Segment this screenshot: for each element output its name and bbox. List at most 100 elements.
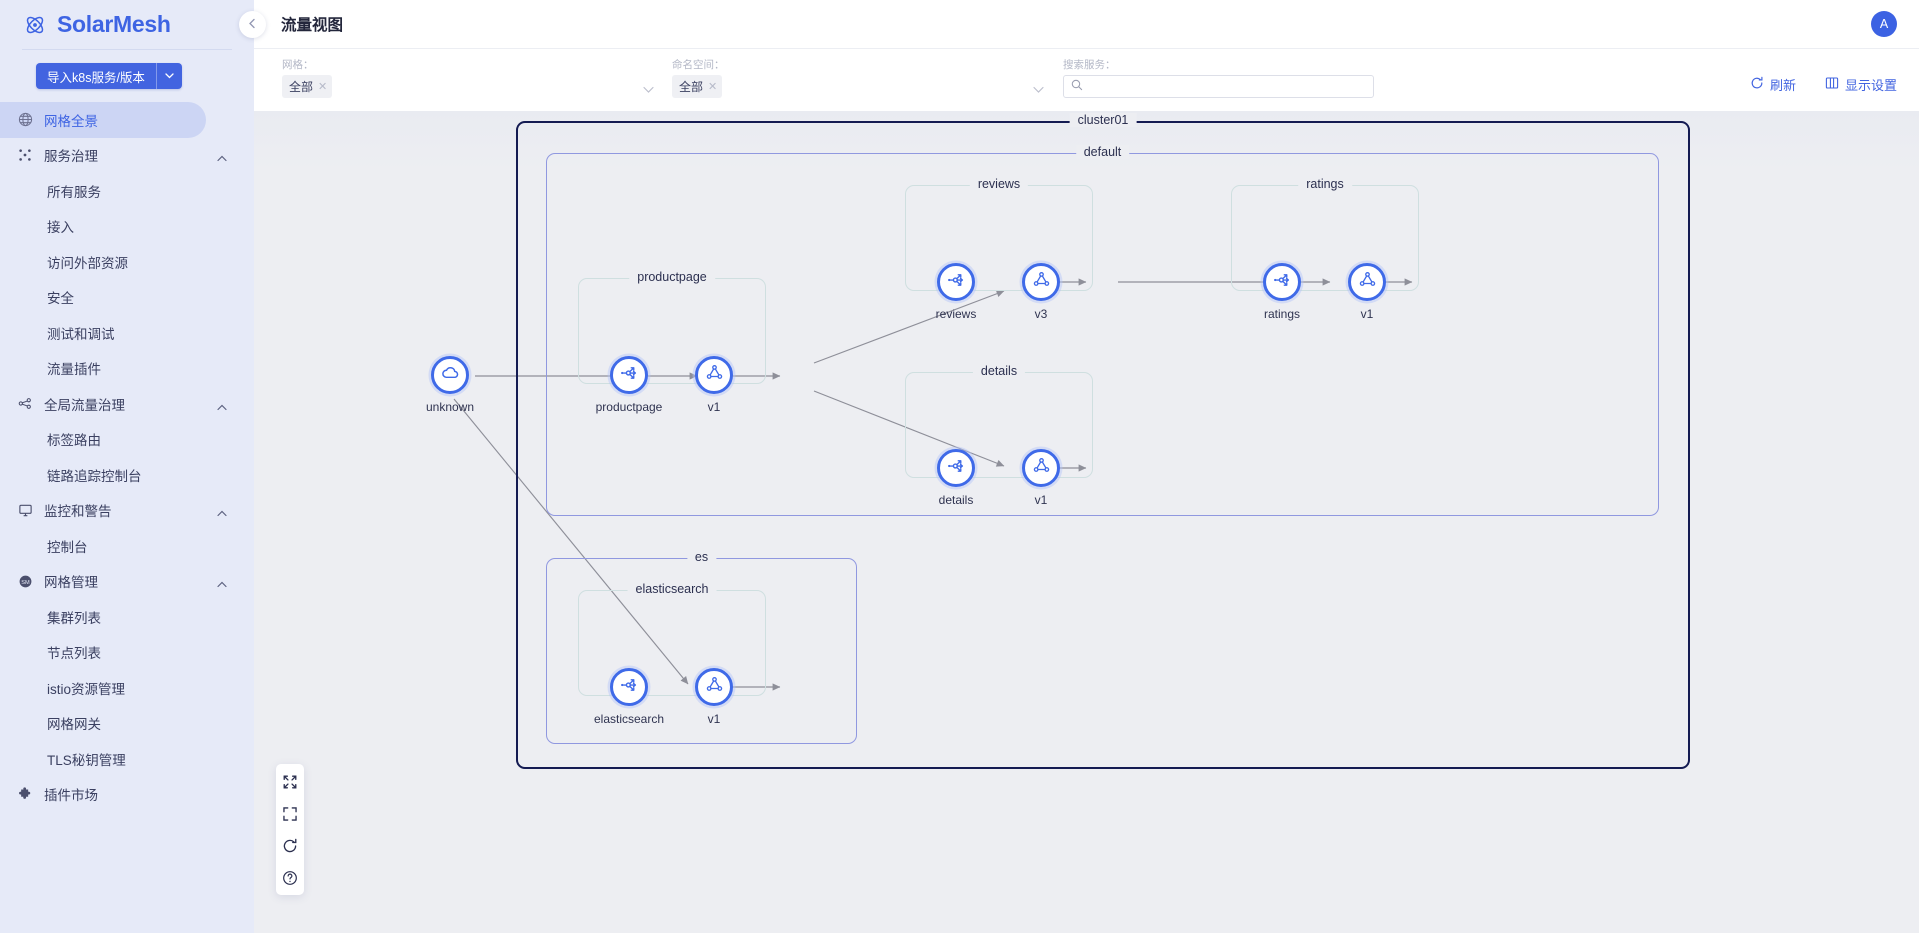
avatar[interactable]: A	[1871, 11, 1897, 37]
traffic-flow-icon	[17, 396, 33, 412]
service-box-reviews[interactable]: reviews	[905, 177, 1093, 291]
sidebar-item-global-traffic[interactable]: 全局流量治理	[0, 386, 254, 422]
graph-node-unknown[interactable]: unknown	[426, 356, 474, 414]
node-label: v3	[1034, 307, 1048, 321]
node-circle[interactable]	[1263, 263, 1301, 301]
graph-node-reviews[interactable]: reviews	[933, 263, 979, 321]
graph-node-productpage-v1[interactable]: v1	[691, 356, 737, 414]
chevron-up-icon[interactable]	[217, 150, 227, 162]
close-small-icon[interactable]: ✕	[318, 81, 328, 93]
cluster-label: cluster01	[1069, 113, 1137, 127]
graph-node-elasticsearch[interactable]: elasticsearch	[594, 668, 664, 726]
node-circle[interactable]	[695, 356, 733, 394]
sidebar-item-all-services[interactable]: 所有服务	[0, 173, 254, 209]
refresh-button[interactable]: 刷新	[1750, 75, 1796, 94]
sidebar-item-label: 网格全景	[44, 113, 98, 129]
graph-node-ratings[interactable]: ratings	[1259, 263, 1305, 321]
sidebar-item-label: 访问外部资源	[47, 255, 128, 271]
sidebar-item-tracing-console[interactable]: 链路追踪控制台	[0, 457, 254, 493]
chevron-down-icon[interactable]	[1033, 81, 1044, 93]
sidebar-item-label: istio资源管理	[47, 681, 126, 697]
topology-canvas[interactable]: cluster01 default es productpage reviews…	[254, 111, 1919, 933]
chevron-up-icon[interactable]	[217, 505, 227, 517]
service-fanout-icon	[618, 674, 640, 701]
sidebar-item-plugin-market[interactable]: 插件市场	[0, 777, 254, 813]
search-input-wrap[interactable]	[1063, 75, 1374, 98]
sidebar-item-traffic-plugins[interactable]: 流量插件	[0, 351, 254, 387]
cluster-box-cluster01[interactable]: cluster01	[516, 113, 1690, 769]
node-circle[interactable]	[695, 668, 733, 706]
node-circle[interactable]	[431, 356, 469, 394]
graph-node-details[interactable]: details	[933, 449, 979, 507]
node-label: elasticsearch	[593, 712, 665, 726]
graph-node-productpage[interactable]: productpage	[596, 356, 662, 414]
workload-triangle-icon	[1031, 455, 1052, 481]
sidebar-item-service-governance[interactable]: 服务治理	[0, 138, 254, 174]
sidebar-item-node-list[interactable]: 节点列表	[0, 635, 254, 671]
graph-node-reviews-v3[interactable]: v3	[1018, 263, 1064, 321]
sidebar-item-test-debug[interactable]: 测试和调试	[0, 315, 254, 351]
service-label: elasticsearch	[627, 582, 717, 596]
chevron-down-icon[interactable]	[157, 63, 182, 89]
node-circle[interactable]	[1348, 263, 1386, 301]
collapse-arrows-icon[interactable]	[281, 772, 300, 791]
namespace-box-es[interactable]: es	[546, 550, 857, 744]
sidebar-item-label: TLS秘钥管理	[47, 752, 126, 768]
puzzle-icon	[17, 786, 33, 802]
node-circle[interactable]	[937, 449, 975, 487]
service-box-elasticsearch[interactable]: elasticsearch	[578, 582, 766, 696]
graph-node-details-v1[interactable]: v1	[1018, 449, 1064, 507]
sidebar-item-monitoring-alerts[interactable]: 监控和警告	[0, 493, 254, 529]
namespace-box-default[interactable]: default	[546, 145, 1659, 516]
chevron-down-icon[interactable]	[643, 81, 654, 93]
brand[interactable]: SolarMesh	[0, 0, 254, 49]
display-settings-button[interactable]: 显示设置	[1825, 75, 1897, 94]
filter-namespace-label: 命名空间：	[672, 59, 725, 71]
node-circle[interactable]	[1022, 449, 1060, 487]
service-label: reviews	[969, 177, 1029, 191]
graph-node-ratings-v1[interactable]: v1	[1344, 263, 1390, 321]
filter-mesh-tag: 全部 ✕	[282, 75, 333, 98]
sidebar-item-istio-resources[interactable]: istio资源管理	[0, 670, 254, 706]
mesh-nodes-icon	[17, 147, 33, 163]
sidebar-item-console[interactable]: 控制台	[0, 528, 254, 564]
sidebar-item-ingress[interactable]: 接入	[0, 209, 254, 245]
node-circle[interactable]	[610, 668, 648, 706]
refresh-label: 刷新	[1769, 78, 1796, 93]
filter-search-label: 搜索服务：	[1063, 59, 1116, 71]
node-circle[interactable]	[1022, 263, 1060, 301]
node-label: ratings	[1263, 307, 1301, 321]
sidebar-item-cluster-list[interactable]: 集群列表	[0, 599, 254, 635]
sidebar-item-mesh-overview[interactable]: 网格全景	[0, 102, 206, 138]
filter-mesh-select[interactable]: 全部 ✕	[282, 75, 654, 99]
sidebar-item-mesh-gateway[interactable]: 网格网关	[0, 706, 254, 742]
sidebar-item-external-resources[interactable]: 访问外部资源	[0, 244, 254, 280]
node-circle[interactable]	[937, 263, 975, 301]
service-fanout-icon	[945, 269, 967, 296]
help-circle-icon[interactable]	[281, 868, 300, 887]
service-box-ratings[interactable]: ratings	[1231, 177, 1419, 291]
chevron-up-icon[interactable]	[217, 576, 227, 588]
node-circle[interactable]	[610, 356, 648, 394]
sidebar-collapse-button[interactable]	[239, 11, 266, 38]
sidebar-item-mesh-management[interactable]: SM 网格管理	[0, 564, 254, 600]
service-box-details[interactable]: details	[905, 364, 1093, 478]
service-fanout-icon	[618, 362, 640, 389]
service-box-productpage[interactable]: productpage	[578, 270, 766, 384]
sidebar-item-label-routing[interactable]: 标签路由	[0, 422, 254, 458]
chevron-up-icon[interactable]	[217, 399, 227, 410]
import-k8s-service-button[interactable]: 导入k8s服务/版本	[36, 63, 182, 89]
atom-logo-icon	[24, 14, 46, 36]
display-settings-icon	[1825, 76, 1839, 93]
reload-icon[interactable]	[281, 836, 300, 855]
search-input[interactable]	[1089, 79, 1366, 94]
close-small-icon[interactable]: ✕	[708, 81, 718, 93]
top-header: 流量视图 A	[239, 0, 1919, 49]
fit-screen-icon[interactable]	[281, 804, 300, 823]
filter-namespace-value: 全部	[679, 80, 704, 94]
sidebar-item-security[interactable]: 安全	[0, 280, 254, 316]
filter-namespace-select[interactable]: 全部 ✕	[672, 75, 1044, 99]
sidebar-divider	[22, 49, 232, 50]
graph-node-elasticsearch-v1[interactable]: v1	[691, 668, 737, 726]
sidebar-item-tls-keys[interactable]: TLS秘钥管理	[0, 741, 254, 777]
